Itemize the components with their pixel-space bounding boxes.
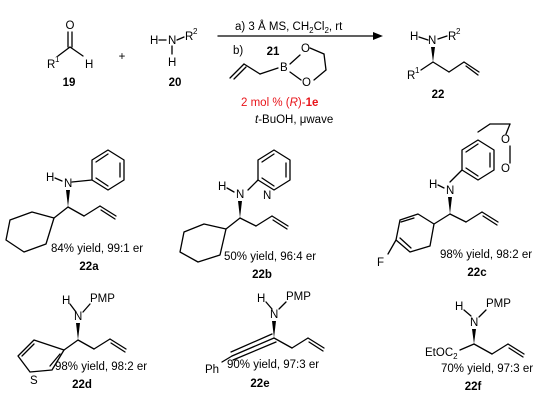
atom-r1-superscript: 1 [415,66,420,75]
product-22c: O O N H F 98% yield, 98:2 er 22c [377,123,532,279]
product-22d: H N PMP S 98% yield, 98:2 er 22d [17,293,147,391]
compound-label-22d: 22d [72,379,92,391]
compound-label-22: 22 [432,89,445,101]
pmp-group: PMP [486,298,511,310]
condition-step-b: b) [233,45,243,57]
atom-h: H [218,181,226,193]
yield-22b: 50% yield, 96:4 er [224,251,316,263]
compound-label-22f: 22f [465,381,482,393]
atom-h: H [410,31,418,43]
aldehyde-19: O R 1 H 19 [47,20,93,89]
product-22e: H N PMP Ph 90% yield, 97:3 er 22e [205,291,325,390]
atom-r-superscript: 1 [55,55,60,64]
pmp-group: PMP [90,293,115,305]
yield-22c: 98% yield, 98:2 er [440,249,532,261]
atom-n: N [446,185,454,197]
atom-n: N [236,189,244,201]
atom-n: N [74,311,82,323]
atom-h: H [150,35,158,47]
yield-22f: 70% yield, 97:3 er [441,363,533,375]
atom-o: O [66,20,75,32]
atom-r2-superscript: 2 [456,27,461,36]
atom-o2: O [501,163,510,175]
pmp-group: PMP [286,291,311,303]
catalyst-loading: 2 mol % (R)-1e [241,97,318,109]
atom-r-superscript: 2 [193,27,198,36]
amine-20: H N R 2 H 20 [150,27,198,89]
atom-s: S [30,375,38,387]
allyl-boronate-21: 21 B O O [229,43,327,89]
product-22b: N N H 50% yield, 96:4 er 22b [179,149,316,281]
atom-b: B [280,62,288,74]
atom-o1: O [301,43,310,55]
atom-n: N [428,35,436,47]
reagent-label-21: 21 [267,46,280,58]
atom-h: H [455,301,463,313]
yield-22e: 90% yield, 97:3 er [227,359,319,371]
condition-step-a: a) 3 Å MS, CH2Cl2, rt [235,20,343,35]
atom-n: N [64,178,72,190]
product-22f: H N PMP EtOC2 70% yield, 97:3 er 22f [425,298,533,393]
atom-o2: O [302,77,311,89]
compound-label-22a: 22a [79,261,99,273]
atom-h2: H [168,57,176,69]
atom-n: N [470,317,478,329]
compound-label-19: 19 [63,77,76,89]
atom-n: N [270,309,278,321]
product-22a: N H 84% yield, 99:1 er 22a [5,149,143,273]
phenyl-group: Ph [205,364,219,376]
atom-r: R [47,59,55,71]
ester-group: EtOC2 [425,347,458,361]
compound-label-22c: 22c [467,267,487,279]
atom-h: H [257,293,265,305]
atom-n: N [168,35,176,47]
yield-22d: 98% yield, 98:2 er [55,361,147,373]
atom-h: H [85,59,93,71]
compound-label-20: 20 [169,77,182,89]
solvent-conditions: t-BuOH, μwave [255,114,333,126]
atom-h: H [62,295,70,307]
plus-sign: + [119,51,126,63]
product-22: H N R 2 R 1 22 [407,27,480,101]
compound-label-22b: 22b [252,269,272,281]
atom-r2: R [448,31,456,43]
atom-h: H [429,179,437,191]
atom-n-pyridine: N [263,190,271,202]
reaction-arrow [217,32,383,40]
yield-22a: 84% yield, 99:1 er [51,243,143,255]
atom-h: H [46,172,54,184]
atom-r1: R [407,70,415,82]
atom-o1: O [501,134,510,146]
atom-r: R [185,31,193,43]
atom-f: F [377,257,384,269]
compound-label-22e: 22e [250,378,269,390]
